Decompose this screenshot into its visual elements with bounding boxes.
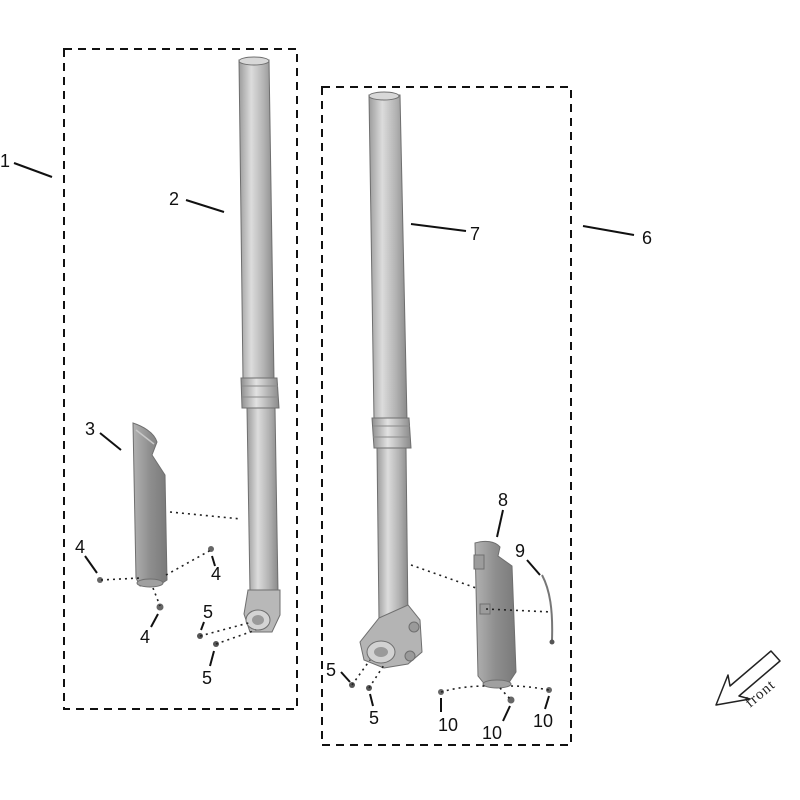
callout-10: 10 bbox=[482, 723, 502, 743]
callout-10: 10 bbox=[438, 715, 458, 735]
callout-5: 5 bbox=[326, 660, 336, 680]
callout-8: 8 bbox=[498, 490, 508, 510]
callout-7: 7 bbox=[470, 224, 480, 244]
callout-9: 9 bbox=[515, 541, 525, 561]
callout-4: 4 bbox=[75, 537, 85, 557]
front-arrow-icon bbox=[715, 650, 781, 706]
callout-5: 5 bbox=[202, 668, 212, 688]
assembly-box-right bbox=[321, 86, 572, 746]
callout-numbers: 1 2 3 4 4 4 5 5 5 5 6 7 8 9 10 10 10 bbox=[0, 151, 652, 743]
fork-leg-right bbox=[359, 91, 423, 669]
callout-10: 10 bbox=[533, 711, 553, 731]
fork-guard-right bbox=[473, 540, 517, 689]
callout-5: 5 bbox=[369, 708, 379, 728]
callout-1: 1 bbox=[0, 151, 10, 171]
assembly-box-left bbox=[63, 48, 298, 710]
callout-5: 5 bbox=[203, 602, 213, 622]
callout-4: 4 bbox=[140, 627, 150, 647]
assembly-lines-right bbox=[351, 564, 553, 701]
callout-2: 2 bbox=[169, 189, 179, 209]
fork-guard-left bbox=[132, 422, 168, 588]
fasteners-right bbox=[349, 682, 552, 704]
brake-line bbox=[541, 574, 555, 645]
callout-4: 4 bbox=[211, 564, 221, 584]
fork-leg-left bbox=[238, 56, 281, 633]
callout-3: 3 bbox=[85, 419, 95, 439]
callout-6: 6 bbox=[642, 228, 652, 248]
front-direction-indicator: front bbox=[715, 650, 781, 711]
assembly-lines-left bbox=[100, 511, 257, 645]
leader-lines bbox=[13, 162, 635, 722]
